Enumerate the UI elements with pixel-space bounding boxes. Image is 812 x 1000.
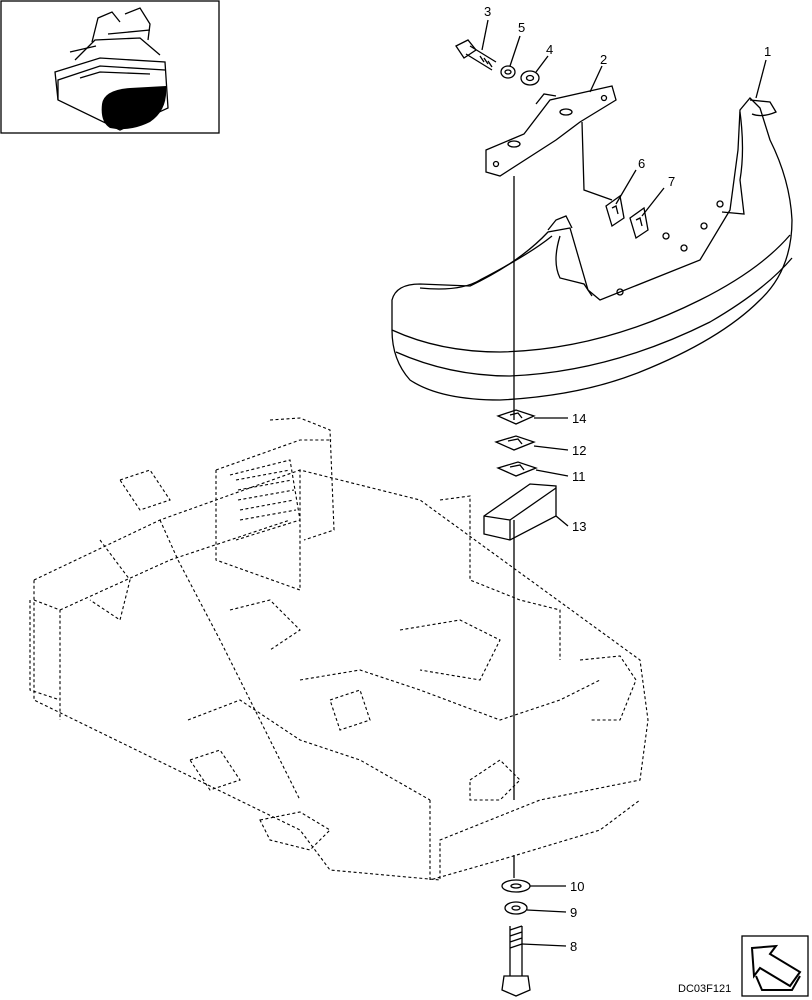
mounting-bracket [485,85,617,201]
callout-4: 4 [546,42,553,57]
callout-8: 8 [570,939,577,954]
leader-lines [481,19,767,947]
callout-9: 9 [570,905,577,920]
callout-3: 3 [484,4,491,19]
callout-5: 5 [518,20,525,35]
callout-10: 10 [570,879,584,894]
shim-11 [496,461,538,477]
callout-1: 1 [764,44,771,59]
upper-frame [29,417,649,881]
callout-13: 13 [572,519,586,534]
bolt-bottom [501,925,531,997]
callout-7: 7 [668,174,675,189]
callout-2: 2 [600,52,607,67]
callout-11: 11 [572,469,586,484]
washer-bottom-10 [501,879,531,893]
highlighted-counterweight [101,86,167,130]
shim-6 [605,194,625,228]
shim-7 [629,206,649,240]
callout-6: 6 [638,156,645,171]
washer-top-5 [500,65,516,79]
shim-14 [496,409,536,425]
washer-bottom-9 [504,901,528,915]
callout-12: 12 [572,443,586,458]
bolt-top [455,39,497,71]
counterweight [391,97,793,401]
drawing-code: DC03F121 [678,983,731,995]
locator-thumbnail [0,0,220,134]
washer-top-4 [520,70,540,86]
page-turn-arrow-icon[interactable] [741,935,809,997]
shim-12 [494,435,536,451]
callout-14: 14 [572,411,586,426]
support-block [483,483,557,541]
